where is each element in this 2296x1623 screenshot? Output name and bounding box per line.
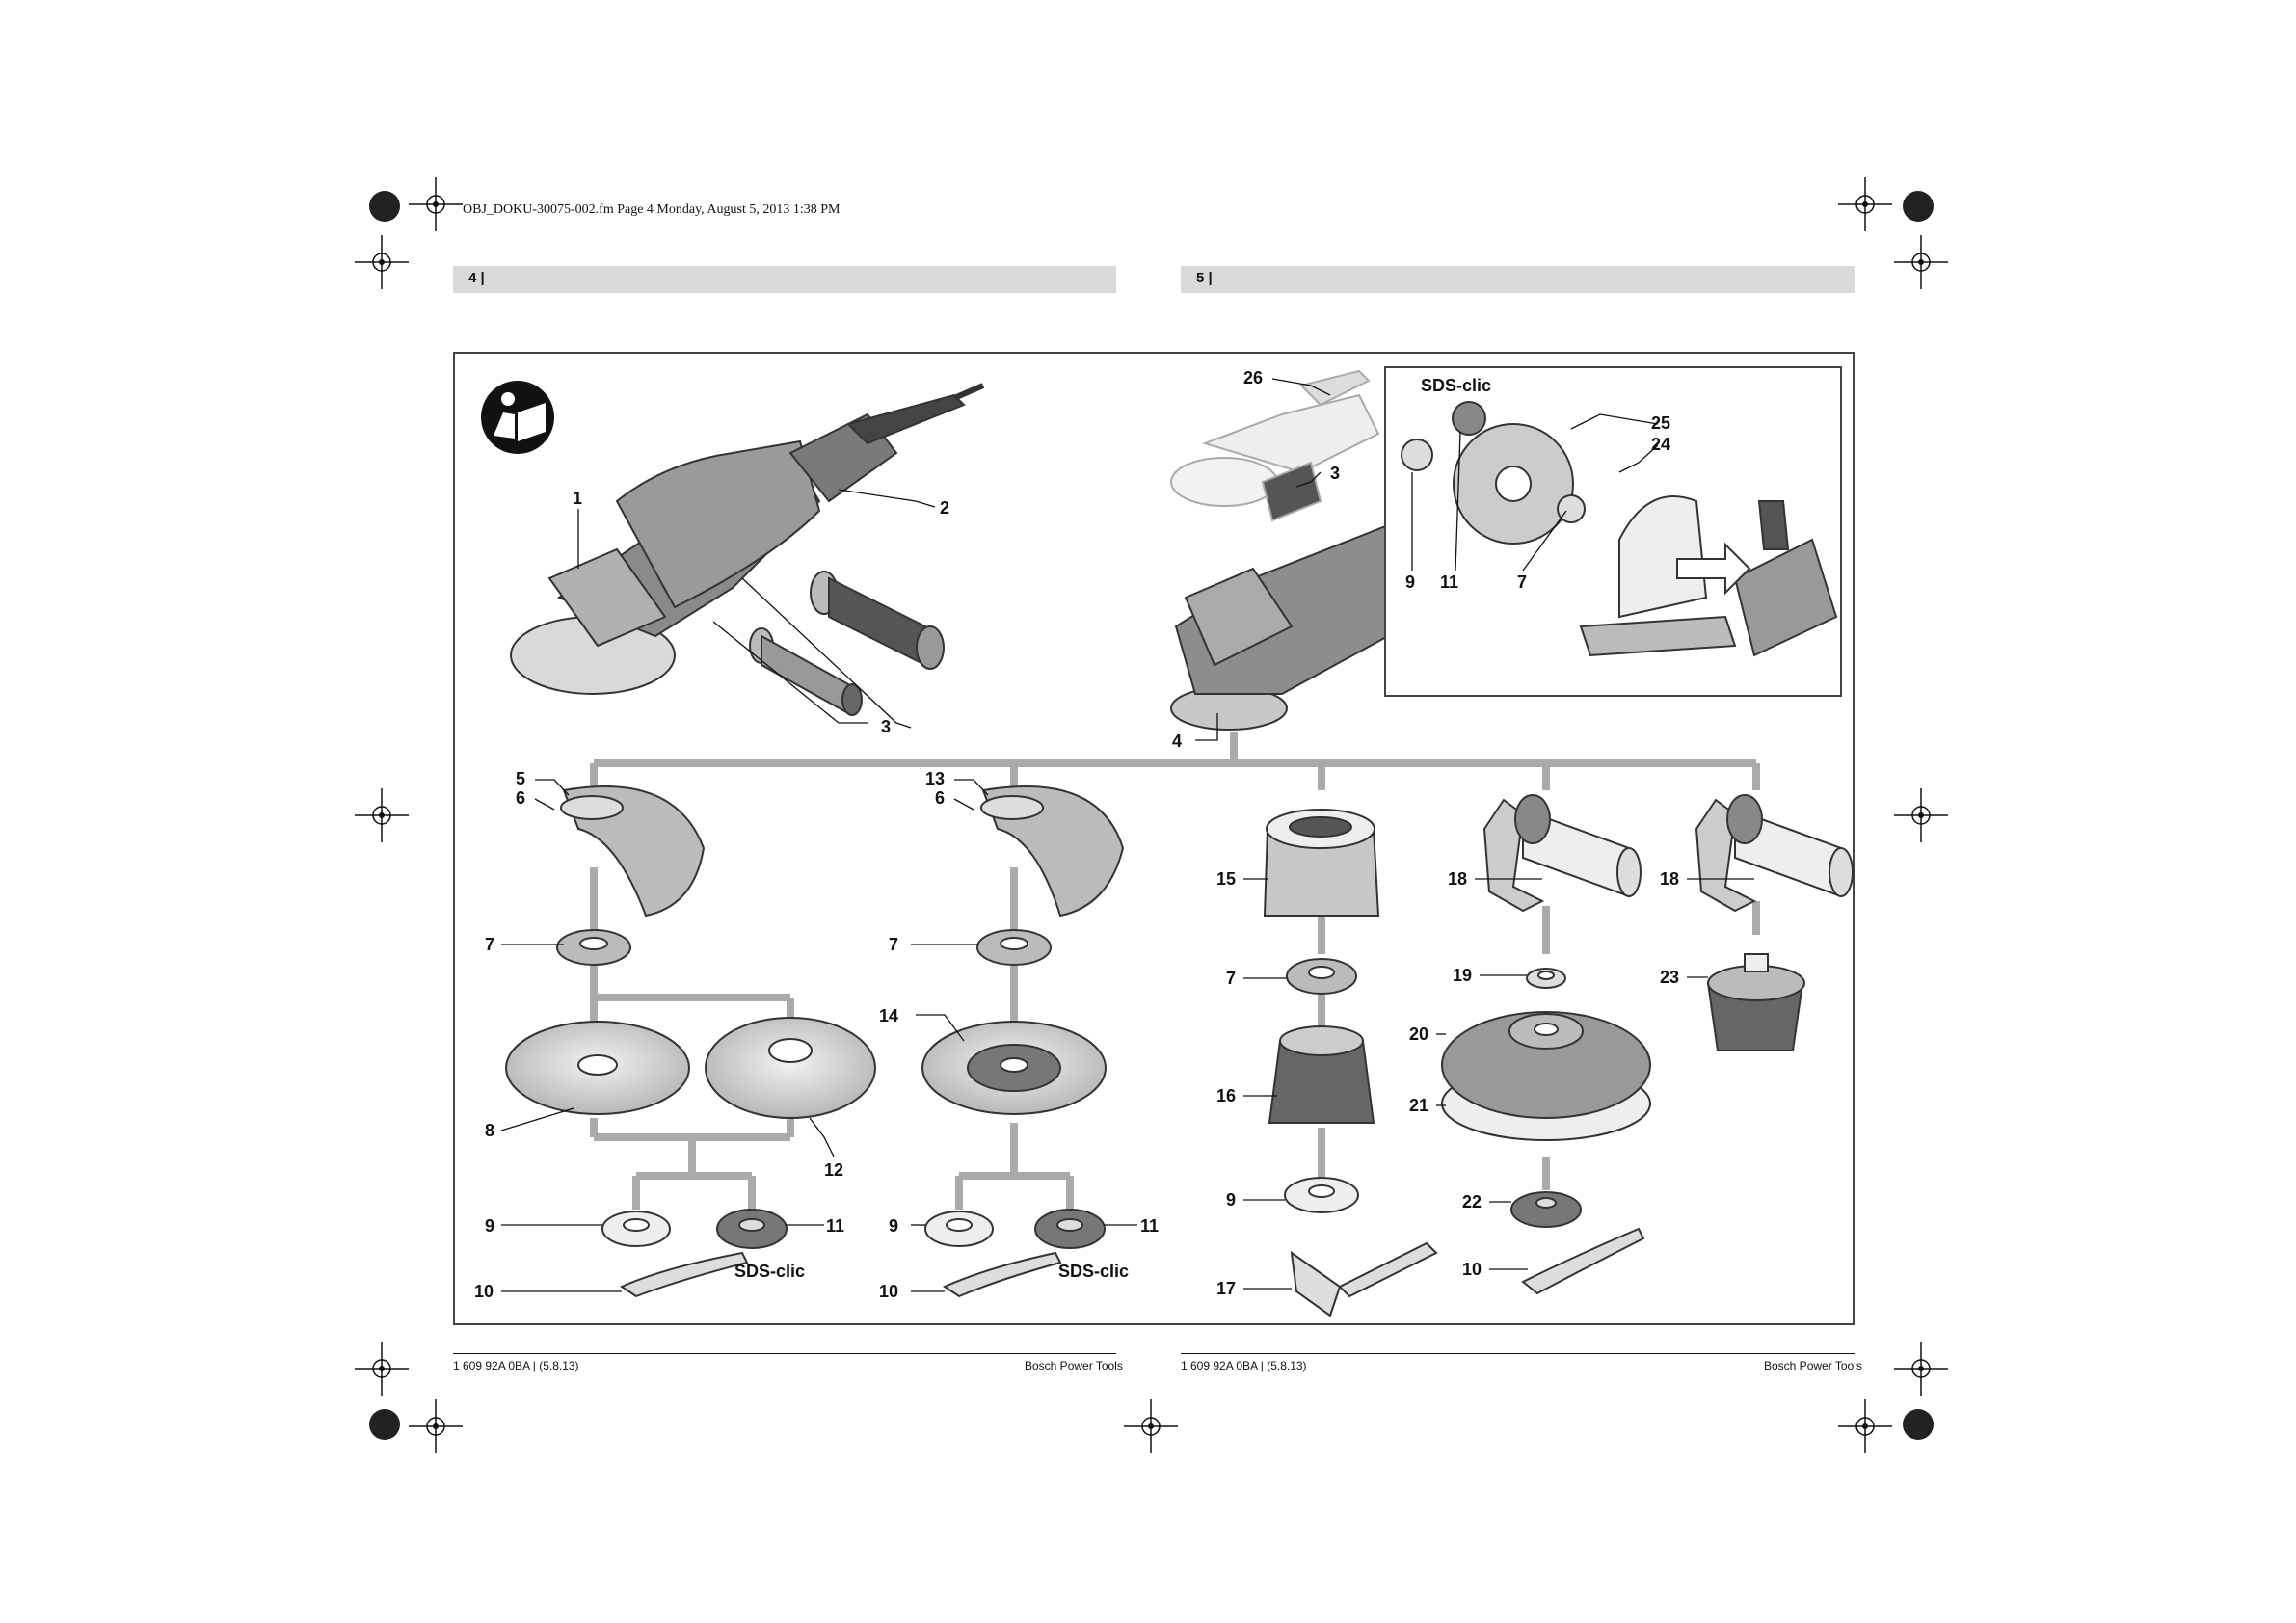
sds-clic-logo: SDS-clic [1421, 376, 1491, 395]
read-manual-icon [481, 381, 554, 454]
callout-label: 9 [1405, 572, 1415, 592]
callout-label: 11 [1440, 572, 1458, 592]
diagram-frame [453, 352, 1855, 1325]
callout-label: 10 [879, 1282, 898, 1301]
callout-label: 25 [1651, 413, 1670, 433]
column-1-parts [505, 785, 876, 1298]
page-header-left: 4 | [453, 266, 1116, 293]
callout-label: 6 [516, 788, 525, 808]
sds-clic-logo: SDS-clic [1058, 1262, 1129, 1281]
side-handle-illustration [749, 571, 945, 716]
callout-label: 19 [1453, 966, 1472, 985]
footer-rule-left [453, 1353, 1116, 1354]
footer-rule-right [1181, 1353, 1855, 1354]
footer-code-right: 1 609 92A 0BA | (5.8.13) [1181, 1359, 1307, 1372]
footer-brand-right: Bosch Power Tools [1764, 1359, 1862, 1372]
callout-label: 8 [485, 1121, 494, 1140]
callout-label: 18 [1660, 869, 1679, 889]
callout-label: 23 [1660, 968, 1679, 987]
callout-label: 22 [1462, 1192, 1482, 1211]
callout-label: 10 [1462, 1260, 1482, 1279]
column-3-parts [1263, 809, 1438, 1317]
callout-label: 2 [940, 498, 949, 518]
footer-code-left: 1 609 92A 0BA | (5.8.13) [453, 1359, 579, 1372]
callout-label: 3 [881, 717, 891, 736]
page-number-right: 5 | [1196, 270, 1213, 286]
callout-label: 9 [485, 1216, 494, 1236]
callout-label: 15 [1216, 869, 1236, 889]
callout-label: 18 [1448, 869, 1467, 889]
column-4-parts [1441, 794, 1651, 1295]
sds-clic-logo: SDS-clic [734, 1262, 805, 1281]
callout-label: 20 [1409, 1024, 1428, 1044]
inset-cutting-guard [1384, 366, 1842, 697]
file-info: OBJ_DOKU-30075-002.fm Page 4 Monday, Aug… [463, 202, 841, 217]
callout-label: 11 [1140, 1216, 1159, 1236]
callout-label: 9 [889, 1216, 898, 1236]
callout-label: 13 [925, 769, 945, 788]
callout-label: 7 [1226, 969, 1236, 988]
callout-label: 14 [879, 1006, 898, 1025]
column-5-parts [1695, 794, 1854, 1051]
callout-label: 1 [573, 489, 582, 508]
callout-label: 10 [474, 1282, 494, 1301]
registration-marks [354, 176, 1949, 1454]
callout-label: 17 [1216, 1279, 1236, 1298]
footer-brand-left: Bosch Power Tools [1025, 1359, 1123, 1372]
callout-label: 24 [1651, 435, 1670, 454]
accessory-tree [590, 732, 1760, 1210]
callout-label: 26 [1243, 368, 1263, 387]
callout-label: 16 [1216, 1086, 1236, 1105]
grinder-with-handle-illustration [1170, 369, 1380, 522]
leader-lines [500, 378, 1754, 1292]
callout-label: 6 [935, 788, 945, 808]
callout-label: 7 [1517, 572, 1527, 592]
callout-label: 12 [824, 1160, 843, 1180]
callout-label: 7 [889, 935, 898, 954]
page-header-right: 5 | [1181, 266, 1855, 293]
callout-label: 11 [826, 1216, 844, 1236]
column-2-parts [921, 785, 1125, 1298]
callout-label: 21 [1409, 1096, 1428, 1115]
grinder-head-illustration [1170, 523, 1389, 731]
callout-numbers: 1 2 3 26 3 4 25 24 9 11 7 5 6 7 8 12 9 1… [474, 368, 1679, 1301]
page-number-left: 4 | [468, 270, 485, 286]
callout-label: 3 [1330, 464, 1340, 483]
angle-grinder-illustration [510, 383, 985, 695]
sds-clic-marks: SDS-clic SDS-clic SDS-clic [734, 376, 1491, 1281]
callout-label: 4 [1172, 732, 1182, 751]
callout-label: 7 [485, 935, 494, 954]
callout-label: 5 [516, 769, 525, 788]
callout-label: 9 [1226, 1190, 1236, 1210]
